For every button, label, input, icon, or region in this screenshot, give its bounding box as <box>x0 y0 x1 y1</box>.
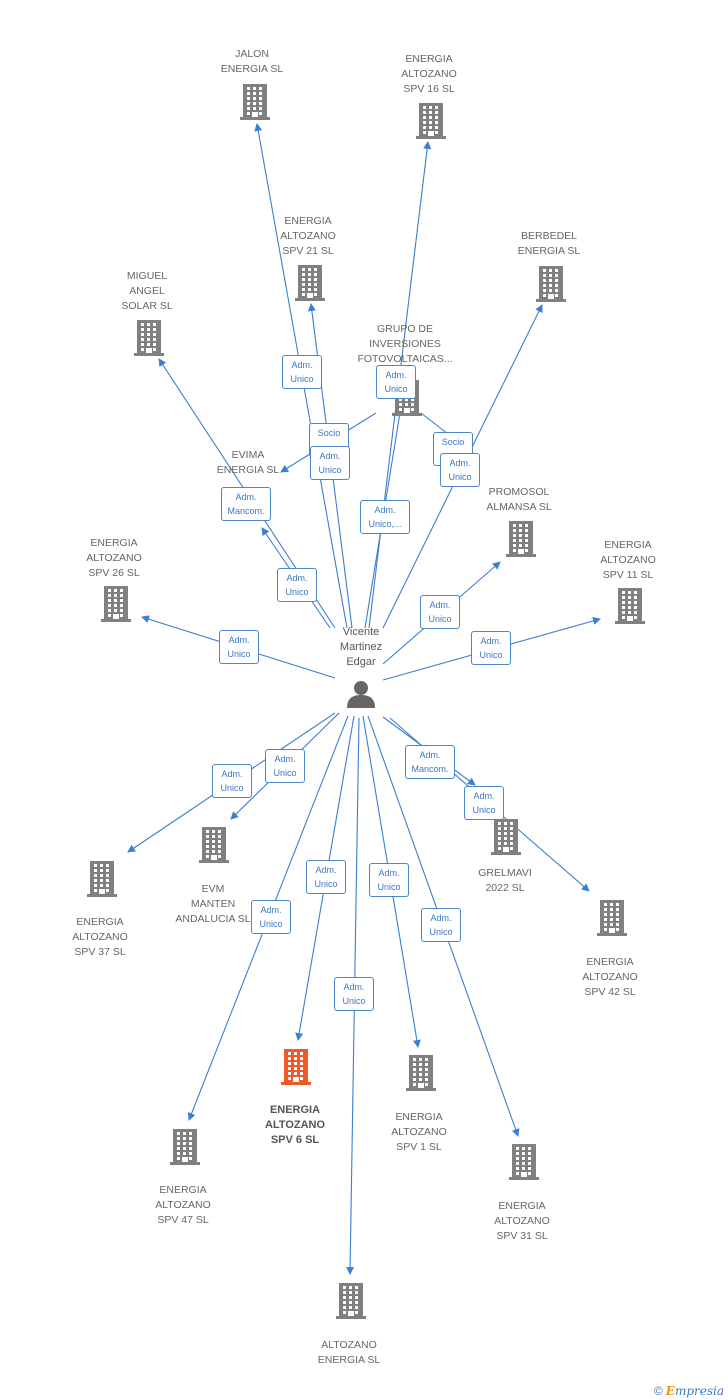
edge-label-grupo[interactable]: Adm. Unico,... <box>360 500 410 534</box>
edge-label-spv26[interactable]: Adm. Unico <box>219 630 259 664</box>
company-node-grelmavi[interactable]: GRELMAVI 2022 SL <box>450 866 560 896</box>
edge-label-spv47[interactable]: Adm. Unico <box>251 900 291 934</box>
company-node-altozano[interactable]: ALTOZANO ENERGIA SL <box>294 1338 404 1368</box>
company-name: ENERGIA ALTOZANO SPV 16 SL <box>401 52 457 95</box>
building-icon-spv26[interactable] <box>100 586 132 627</box>
person-name[interactable]: Vicente Martinez Edgar <box>339 626 383 668</box>
company-node-miguel[interactable]: MIGUEL ANGEL SOLAR SL <box>92 269 202 314</box>
edge-label-evm[interactable]: Adm. Unico <box>265 749 305 783</box>
company-name: ENERGIA ALTOZANO SPV 26 SL <box>86 536 142 579</box>
edge-label-promosol[interactable]: Adm. Unico <box>420 595 460 629</box>
company-node-spv16[interactable]: ENERGIA ALTOZANO SPV 16 SL <box>374 52 484 97</box>
building-icon-jalon[interactable] <box>239 84 271 125</box>
person-icon[interactable] <box>346 679 376 714</box>
building-icon-grelmavi[interactable] <box>490 819 522 860</box>
company-name: MIGUEL ANGEL SOLAR SL <box>121 269 173 312</box>
building-icon-spv42[interactable] <box>596 900 628 941</box>
company-node-spv6[interactable]: ENERGIA ALTOZANO SPV 6 SL <box>240 1103 350 1148</box>
company-name: ENERGIA ALTOZANO SPV 31 SL <box>494 1200 550 1242</box>
company-name: ENERGIA ALTOZANO SPV 42 SL <box>582 956 638 998</box>
company-name: ENERGIA ALTOZANO SPV 21 SL <box>280 214 336 257</box>
building-icon-spv16[interactable] <box>415 103 447 144</box>
company-name: ENERGIA ALTOZANO SPV 47 SL <box>155 1184 211 1226</box>
company-node-jalon[interactable]: JALON ENERGIA SL <box>197 47 307 77</box>
company-node-spv37[interactable]: ENERGIA ALTOZANO SPV 37 SL <box>45 915 155 960</box>
company-node-spv26[interactable]: ENERGIA ALTOZANO SPV 26 SL <box>59 536 169 581</box>
company-node-spv11[interactable]: ENERGIA ALTOZANO SPV 11 SL <box>573 538 683 583</box>
footer-brand: ©Empresia <box>654 1384 724 1398</box>
company-node-promosol[interactable]: PROMOSOL ALMANSA SL <box>464 485 574 515</box>
building-icon-altozano[interactable] <box>335 1283 367 1324</box>
edge-label-spv37[interactable]: Adm. Unico <box>212 764 252 798</box>
company-name: ENERGIA ALTOZANO SPV 11 SL <box>600 538 656 581</box>
building-icon-spv1[interactable] <box>405 1055 437 1096</box>
company-name: PROMOSOL ALMANSA SL <box>486 486 552 513</box>
company-name: ENERGIA ALTOZANO SPV 1 SL <box>391 1111 447 1153</box>
building-icon-spv21[interactable] <box>294 265 326 306</box>
company-name: BERBEDEL ENERGIA SL <box>517 230 581 257</box>
edge-label-spv31[interactable]: Adm. Unico <box>421 908 461 942</box>
building-icon-spv37[interactable] <box>86 861 118 902</box>
company-node-spv1[interactable]: ENERGIA ALTOZANO SPV 1 SL <box>364 1110 474 1155</box>
company-name: GRUPO DE INVERSIONES FOTOVOLTAICAS... <box>357 322 453 365</box>
edge-label-spv11[interactable]: Adm. Unico <box>471 631 511 665</box>
building-icon-spv6[interactable] <box>280 1049 312 1090</box>
company-node-spv47[interactable]: ENERGIA ALTOZANO SPV 47 SL <box>128 1183 238 1228</box>
company-name: GRELMAVI 2022 SL <box>478 867 532 894</box>
company-name: EVM MANTEN ANDALUCIA SL <box>175 883 251 925</box>
building-icon-berbedel[interactable] <box>535 266 567 307</box>
edge-label-jalon[interactable]: Adm. Unico <box>282 355 322 389</box>
edge-label-evima[interactable]: Adm. Unico <box>277 568 317 602</box>
edge-label-spv1[interactable]: Adm. Unico <box>369 863 409 897</box>
company-name: ALTOZANO ENERGIA SL <box>317 1339 381 1366</box>
company-node-spv31[interactable]: ENERGIA ALTOZANO SPV 31 SL <box>467 1199 577 1244</box>
building-icon-spv31[interactable] <box>508 1144 540 1185</box>
edge-label-spv21[interactable]: Adm. Unico <box>310 446 350 480</box>
building-icon-promosol[interactable] <box>505 521 537 562</box>
company-node-spv21[interactable]: ENERGIA ALTOZANO SPV 21 SL <box>253 214 363 259</box>
edge-label-spv42[interactable]: Adm. Unico <box>464 786 504 820</box>
company-node-berbedel[interactable]: BERBEDEL ENERGIA SL <box>494 229 604 259</box>
company-name: JALON ENERGIA SL <box>220 48 284 75</box>
company-name: EVIMA ENERGIA SL <box>216 449 280 476</box>
company-node-spv42[interactable]: ENERGIA ALTOZANO SPV 42 SL <box>555 955 665 1000</box>
edge-label-berbedel[interactable]: Adm. Unico <box>440 453 480 487</box>
edge-label-altozano[interactable]: Adm. Unico <box>334 977 374 1011</box>
edge-label-grelmavi[interactable]: Adm. Mancom. <box>405 745 455 779</box>
company-name: ENERGIA ALTOZANO SPV 37 SL <box>72 916 128 958</box>
edge-label-spv16[interactable]: Adm. Unico <box>376 365 416 399</box>
company-node-evm[interactable]: EVM MANTEN ANDALUCIA SL <box>158 882 268 927</box>
building-icon-spv47[interactable] <box>169 1129 201 1170</box>
brand-initial: E <box>665 1384 675 1398</box>
edge-label-miguel[interactable]: Adm. Mancom. <box>221 487 271 521</box>
company-node-evima[interactable]: EVIMA ENERGIA SL <box>193 448 303 478</box>
edge-label-spv6[interactable]: Adm. Unico <box>306 860 346 894</box>
company-node-grupo[interactable]: GRUPO DE INVERSIONES FOTOVOLTAICAS... <box>350 322 460 367</box>
building-icon-miguel[interactable] <box>133 320 165 361</box>
company-name: ENERGIA ALTOZANO SPV 6 SL <box>264 1104 326 1146</box>
building-icon-evm[interactable] <box>198 827 230 868</box>
brand-name: mpresia <box>674 1384 724 1398</box>
building-icon-spv11[interactable] <box>614 588 646 629</box>
copyright-symbol: © <box>653 1384 663 1398</box>
